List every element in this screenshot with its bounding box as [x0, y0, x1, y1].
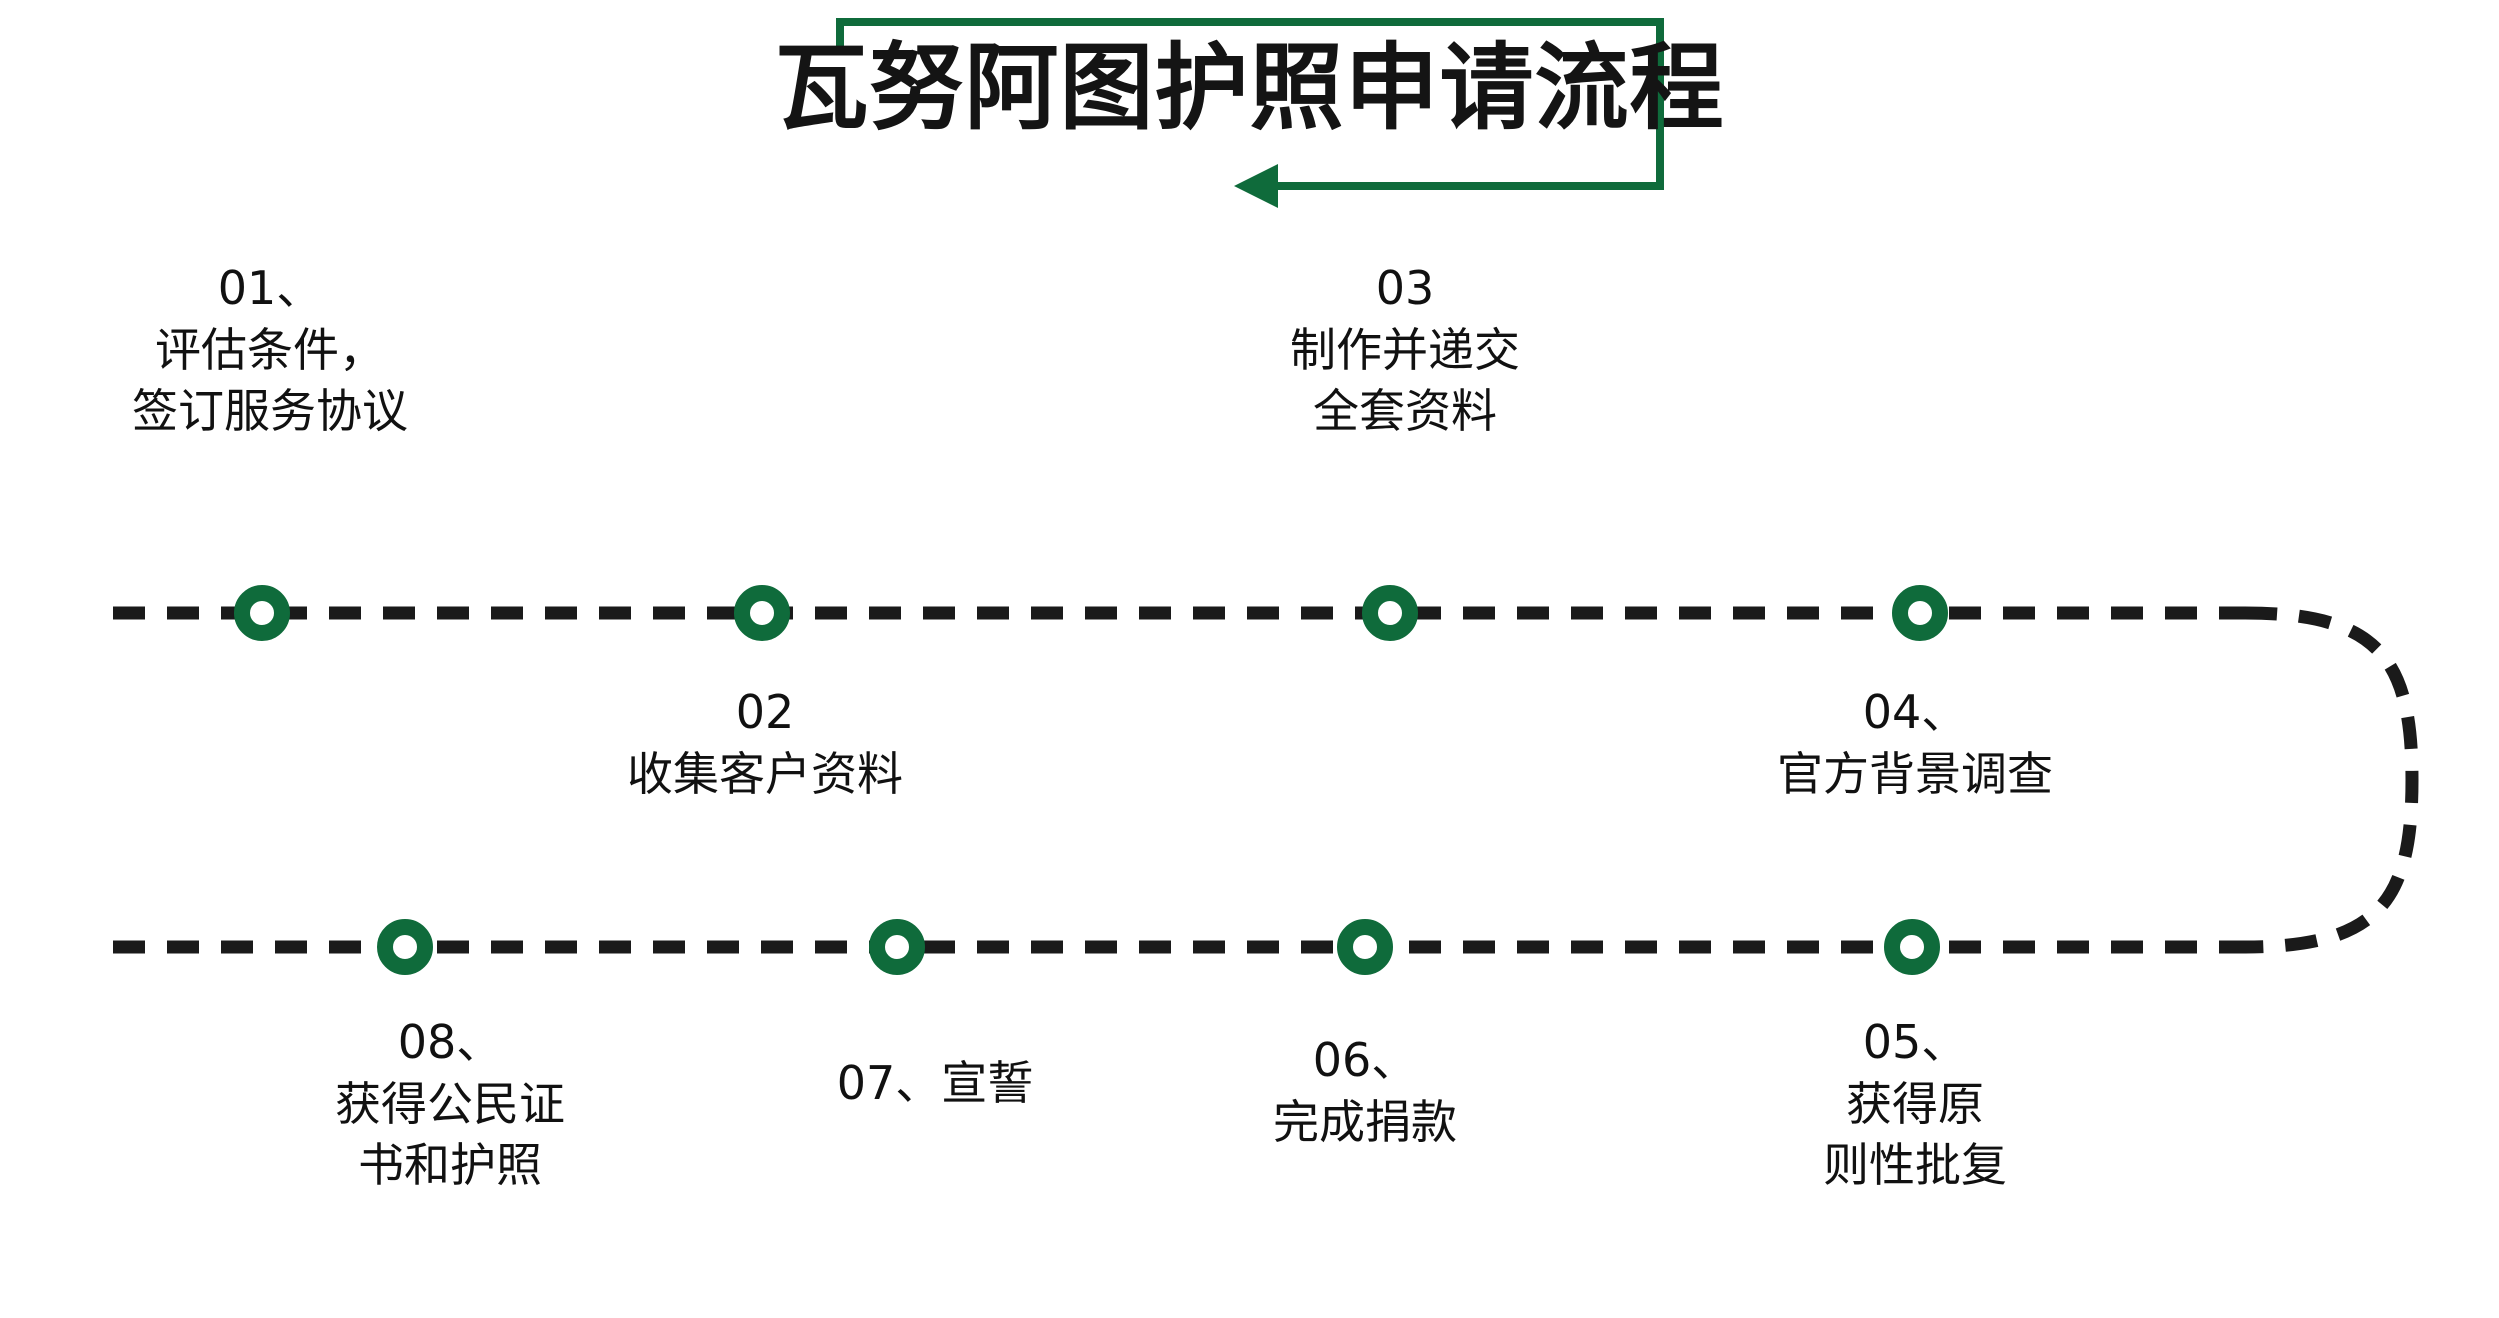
node-marker-03 — [1362, 585, 1418, 641]
node-marker-01 — [234, 585, 290, 641]
node-group-top — [234, 585, 1948, 641]
page-title: 瓦努阿图护照申请流程 — [774, 34, 1725, 143]
step-label-01: 01、 评估条件， 签订服务协议 — [45, 258, 495, 443]
node-marker-07 — [869, 919, 925, 975]
step-number-02: 02 — [735, 685, 795, 739]
step-number-04: 04、 — [1862, 685, 1968, 739]
step-number-08: 08、 — [397, 1015, 503, 1069]
step-text-01-line-2: 签订服务协议 — [132, 384, 408, 439]
step-label-07: 07、宣誓 — [735, 1053, 1135, 1115]
step-text-06-line-1: 完成捐款 — [1273, 1094, 1457, 1149]
dashed-connector-uturn — [2244, 606, 2419, 954]
node-marker-05 — [1884, 919, 1940, 975]
step-text-05-line-1: 获得原 — [1846, 1076, 1984, 1131]
step-label-08: 08、 获得公民证 书和护照 — [230, 1012, 670, 1197]
step-number-03: 03 — [1375, 261, 1435, 315]
step-text-03-line-2: 全套资料 — [1313, 384, 1497, 439]
step-number-05: 05、 — [1862, 1015, 1968, 1069]
step-label-05: 05、 获得原 则性批复 — [1690, 1012, 2140, 1197]
step-text-03-line-1: 制作并递交 — [1290, 322, 1520, 377]
step-text-08-line-1: 获得公民证 — [335, 1076, 565, 1131]
step-number-07: 07、宣誓 — [836, 1056, 1034, 1110]
node-group-bottom — [377, 919, 1940, 975]
step-text-02-line-1: 收集客户资料 — [627, 746, 903, 801]
step-label-06: 06、 完成捐款 — [1155, 1030, 1575, 1153]
step-text-05-line-2: 则性批复 — [1823, 1138, 2007, 1193]
step-text-04-line-1: 官方背景调查 — [1777, 746, 2053, 801]
node-marker-04 — [1892, 585, 1948, 641]
step-text-08-line-2: 书和护照 — [358, 1138, 542, 1193]
step-label-02: 02 收集客户资料 — [540, 682, 990, 805]
step-label-04: 04、 官方背景调查 — [1690, 682, 2140, 805]
step-text-01-line-1: 评估条件， — [155, 322, 385, 377]
node-marker-06 — [1337, 919, 1393, 975]
step-number-01: 01、 — [217, 261, 323, 315]
node-marker-08 — [377, 919, 433, 975]
step-number-06: 06、 — [1312, 1033, 1418, 1087]
step-label-03: 03 制作并递交 全套资料 — [1180, 258, 1630, 443]
node-marker-02 — [734, 585, 790, 641]
